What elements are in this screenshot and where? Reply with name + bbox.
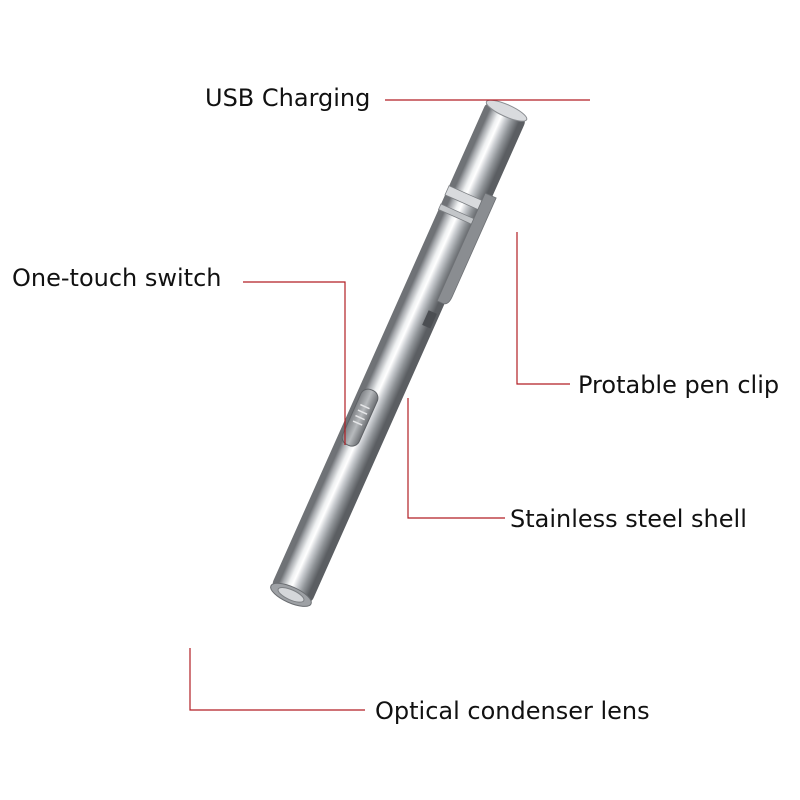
- leader-condenser-lens: [189, 648, 365, 711]
- label-condenser-lens: Optical condenser lens: [375, 697, 650, 725]
- pen-clip: [436, 192, 497, 305]
- pen-body: [270, 99, 528, 607]
- leader-pen-clip: [516, 232, 570, 385]
- label-pen-clip: Protable pen clip: [578, 371, 780, 399]
- condenser-lens: [277, 587, 305, 603]
- leader-lines: [189, 99, 590, 711]
- label-steel-shell: Stainless steel shell: [510, 505, 747, 533]
- leader-steel-shell: [407, 398, 505, 519]
- clip-tab: [422, 310, 437, 329]
- steel-shell: [272, 103, 525, 603]
- usb-end-cap: [485, 99, 528, 122]
- label-one-touch-switch: One-touch switch: [12, 264, 222, 292]
- leader-one-touch-switch: [243, 281, 346, 445]
- label-usb-charging: USB Charging: [205, 84, 371, 112]
